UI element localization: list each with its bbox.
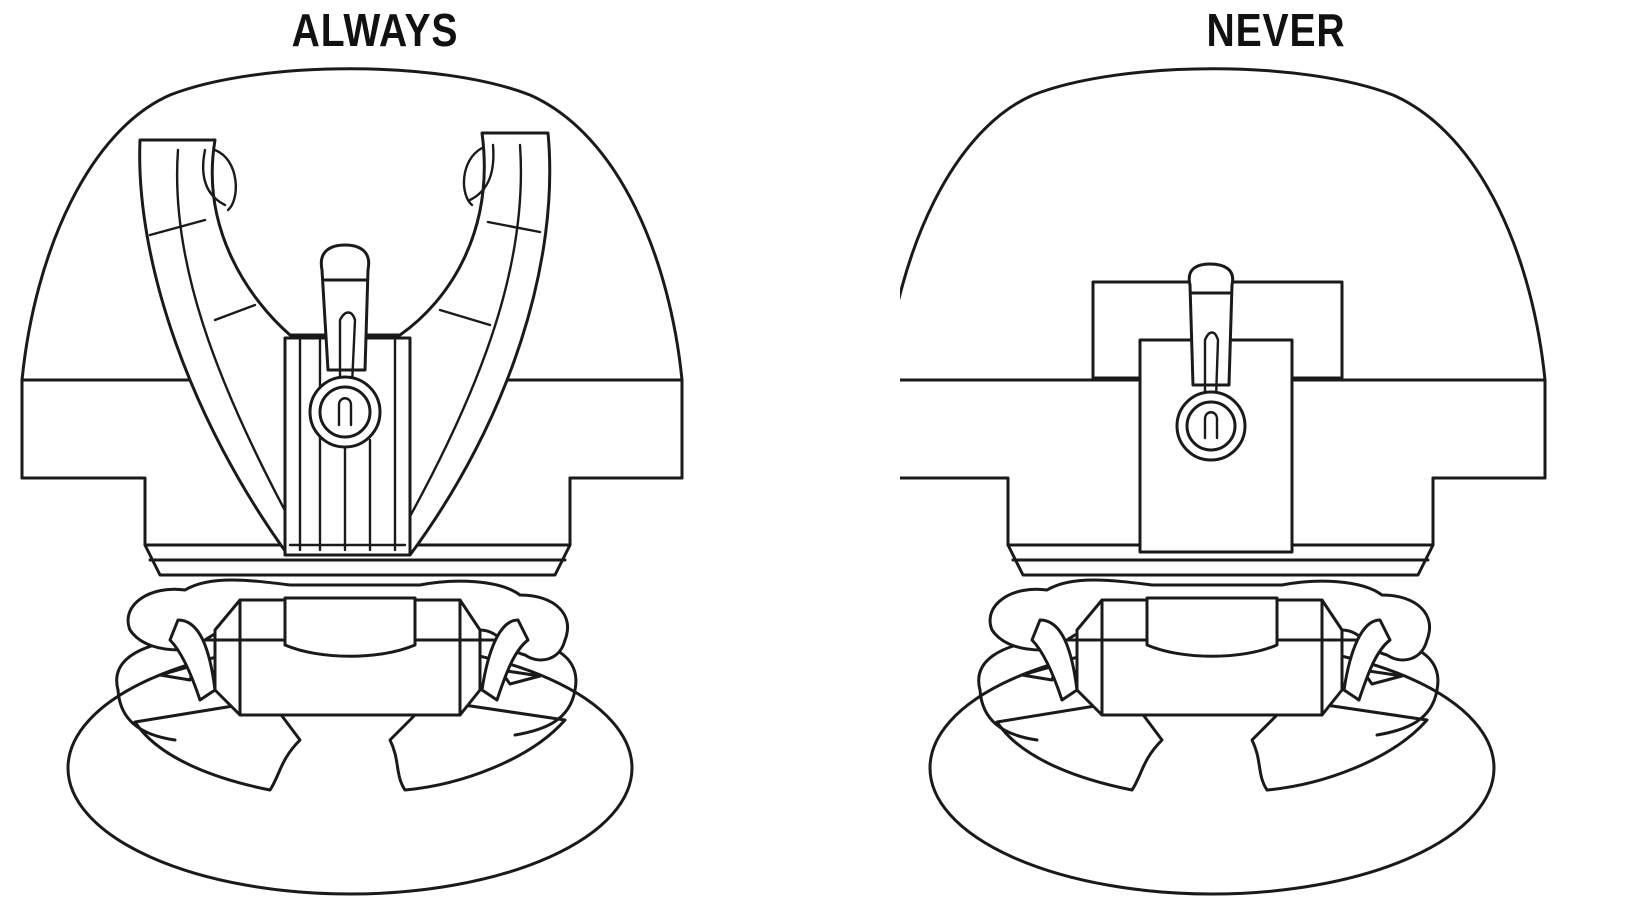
knob-lock-icon [308,243,382,449]
never-panel: NEVER [900,0,1627,921]
never-mount-illustration [900,67,1547,896]
always-panel: ALWAYS [0,0,780,921]
always-mount-illustration [20,67,684,896]
knob-lock-icon [1175,262,1247,462]
always-heading: ALWAYS [291,4,459,56]
suction-base-icon [928,578,1496,896]
suction-base-icon [66,578,634,896]
never-heading: NEVER [1206,4,1346,56]
